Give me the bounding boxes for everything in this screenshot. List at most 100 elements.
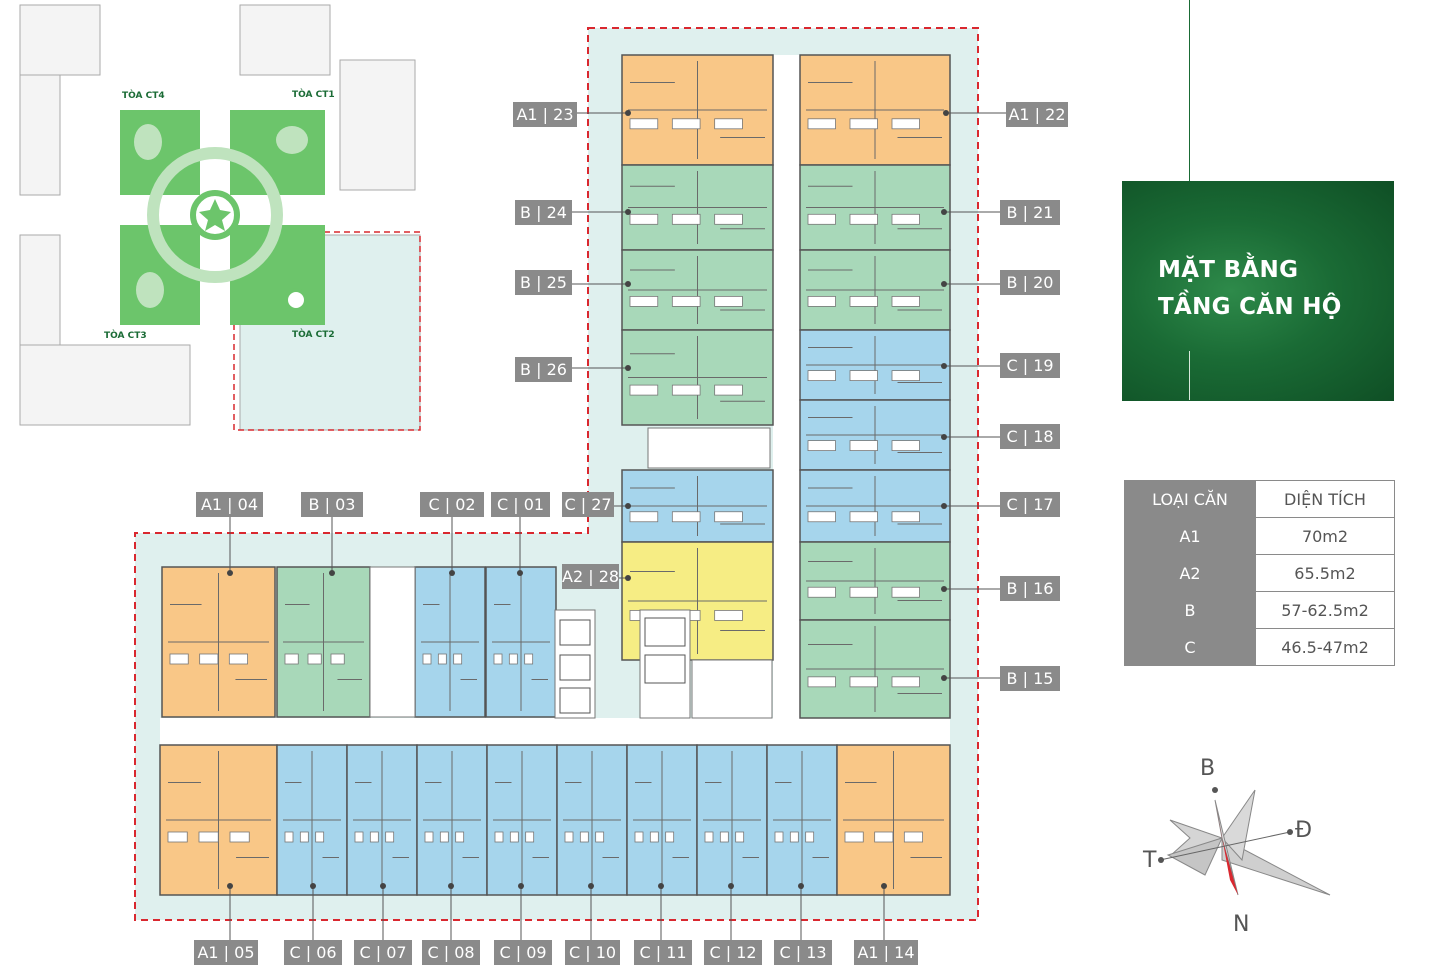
- leader-dot: [448, 883, 454, 889]
- row-area: 46.5-47m2: [1255, 628, 1395, 666]
- apartment-unit-b: [799, 541, 951, 621]
- site-building-block: [239, 4, 331, 76]
- apartment-unit-b: [799, 249, 951, 331]
- site-building-block: [19, 4, 101, 76]
- leader-lines: [227, 110, 1006, 940]
- leader-dot: [943, 110, 949, 116]
- unit-label: A1 | 22: [1006, 102, 1068, 127]
- apartment-unit-c: [346, 744, 418, 896]
- corridor-vertical: [773, 55, 800, 735]
- park-pond: [276, 126, 308, 154]
- leader-dot: [329, 570, 335, 576]
- unit-label: B | 03: [301, 492, 363, 517]
- apartment-unit-a1: [621, 54, 774, 166]
- apartment-unit-c: [414, 566, 486, 718]
- table-row: B 57-62.5m2: [1124, 591, 1395, 629]
- title-line-1: MẶT BẰNG: [1158, 257, 1299, 283]
- leader-dot: [941, 209, 947, 215]
- label-ct2: TÒA CT2: [292, 328, 335, 340]
- unit-label: A1 | 23: [513, 102, 577, 127]
- apartment-unit-b: [621, 249, 774, 331]
- leader-dot: [625, 281, 631, 287]
- unit-label: A2 | 28: [562, 564, 619, 589]
- apartment-unit-c: [276, 744, 348, 896]
- park-ring: [147, 147, 283, 283]
- apartment-unit-b: [276, 566, 371, 718]
- leader-dot: [941, 503, 947, 509]
- row-type: A1: [1124, 517, 1256, 555]
- apartment-unit-c: [416, 744, 488, 896]
- leader-dot: [310, 883, 316, 889]
- header-unit-type: LOẠI CĂN: [1124, 480, 1256, 518]
- unit-label: B | 16: [1000, 576, 1060, 601]
- row-type: B: [1124, 591, 1256, 629]
- table-row: A2 65.5m2: [1124, 554, 1395, 592]
- unit-label: C | 01: [491, 492, 550, 517]
- apartment-unit-c: [799, 399, 951, 471]
- unit-label: C | 02: [420, 492, 484, 517]
- table-row: C 46.5-47m2: [1124, 628, 1395, 666]
- unit-label: B | 25: [515, 270, 572, 295]
- leader-dot: [798, 883, 804, 889]
- label-ct1: TÒA CT1: [292, 88, 335, 100]
- site-plan-inset: TÒA CT4 TÒA CT1 TÒA CT3 TÒA CT2: [19, 4, 421, 431]
- leader-dot: [227, 883, 233, 889]
- site-building-block: [339, 59, 416, 191]
- row-area: 65.5m2: [1255, 554, 1395, 592]
- apartment-unit-c: [556, 744, 628, 896]
- unit-label: C | 27: [562, 492, 614, 517]
- table-row: A1 70m2: [1124, 517, 1395, 555]
- park-quadrant: [230, 110, 325, 195]
- unit-label: C | 10: [565, 940, 620, 965]
- leader-dot: [941, 281, 947, 287]
- unit-label: B | 21: [1000, 200, 1060, 225]
- apartment-unit-a1: [159, 744, 278, 896]
- apartment-unit-a1: [161, 566, 276, 718]
- unit-label: A1 | 04: [196, 492, 263, 517]
- park-pond: [284, 288, 308, 312]
- leader-dot: [658, 883, 664, 889]
- apartment-unit-c: [626, 744, 698, 896]
- unit-label: C | 08: [422, 940, 480, 965]
- service-core: [369, 427, 773, 719]
- unit-label: A1 | 14: [854, 940, 918, 965]
- leader-dot: [625, 110, 631, 116]
- leader-dot: [227, 570, 233, 576]
- leader-dot: [449, 570, 455, 576]
- compass-west-label: T: [1143, 848, 1157, 873]
- leader-dot: [517, 570, 523, 576]
- compass-rose: [1158, 787, 1331, 896]
- apartment-unit-c: [766, 744, 838, 896]
- title-panel: MẶT BẰNG TẦNG CĂN HỘ: [1122, 181, 1394, 401]
- label-ct4: TÒA CT4: [122, 89, 165, 101]
- title-line-2: TẦNG CĂN HỘ: [1158, 294, 1342, 320]
- leader-dot: [941, 434, 947, 440]
- apartment-unit-a1: [836, 744, 951, 896]
- unit-label: C | 11: [634, 940, 692, 965]
- apartment-unit-b: [621, 164, 774, 251]
- unit-label: C | 12: [704, 940, 762, 965]
- unit-label: C | 19: [1000, 353, 1060, 378]
- compass-north-label: B: [1200, 756, 1216, 781]
- leader-dot: [588, 883, 594, 889]
- leader-dot: [941, 586, 947, 592]
- unit-label: C | 07: [354, 940, 412, 965]
- leader-dot: [941, 363, 947, 369]
- leader-dot: [881, 883, 887, 889]
- accent-line: [1189, 0, 1190, 229]
- row-type: A2: [1124, 554, 1256, 592]
- apartment-unit-c: [621, 469, 774, 543]
- unit-label: C | 13: [774, 940, 832, 965]
- apartment-unit-c: [799, 469, 951, 543]
- row-area: 57-62.5m2: [1255, 591, 1395, 629]
- row-type: C: [1124, 628, 1256, 666]
- leader-dot: [728, 883, 734, 889]
- unit-label: C | 09: [494, 940, 552, 965]
- apartment-unit-b: [799, 619, 951, 719]
- park-pond: [136, 272, 164, 308]
- unit-label: C | 06: [284, 940, 342, 965]
- leader-dot: [625, 365, 631, 371]
- apartment-unit-c: [486, 744, 558, 896]
- unit-label: B | 26: [515, 357, 572, 382]
- unit-label: A1 | 05: [194, 940, 258, 965]
